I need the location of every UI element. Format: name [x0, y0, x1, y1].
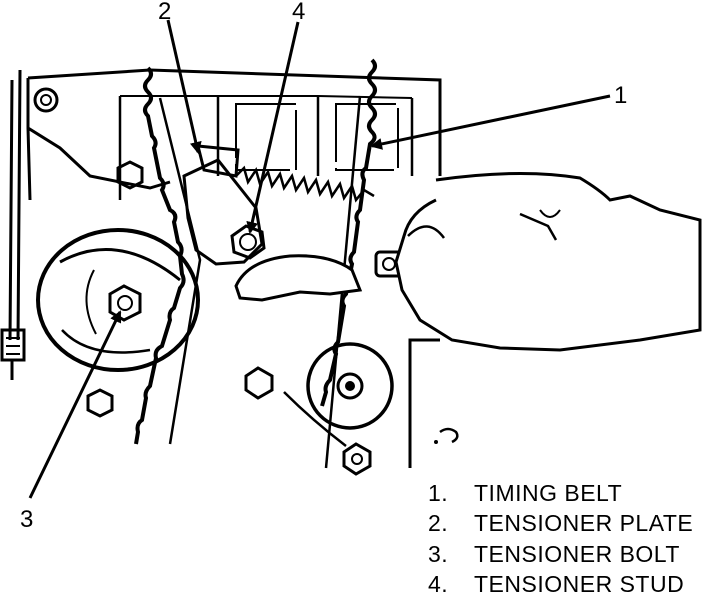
legend-text: TENSIONER BOLT — [474, 540, 680, 567]
leader-arrow-3 — [28, 310, 122, 499]
timing-belt-left-strand — [134, 66, 186, 445]
engine-housing — [26, 68, 442, 468]
leader-arrow-2 — [166, 19, 202, 154]
idler-pulley — [306, 342, 394, 430]
hand-illustration — [394, 171, 702, 352]
callout-3: 3 — [20, 506, 34, 533]
tensioner-stud — [230, 224, 266, 260]
lower-small-dot — [434, 440, 438, 444]
legend-item: 3. TENSIONER BOLT — [428, 539, 693, 570]
legend-number: 3. — [428, 540, 449, 567]
lower-small-mark — [439, 427, 459, 444]
legend-item: 4. TENSIONER STUD — [428, 570, 693, 601]
leader-arrow-1 — [370, 94, 611, 150]
parts-legend: 1. TIMING BELT 2. TENSIONER PLATE 3. TEN… — [428, 478, 693, 600]
legend-number: 4. — [428, 571, 449, 598]
lower-right-bolt — [342, 442, 372, 476]
lower-hex-bolt-2 — [86, 388, 114, 418]
lower-hex-bolt-1 — [244, 366, 274, 400]
housing-rib-1 — [118, 96, 414, 200]
tensioner-spring — [235, 165, 375, 203]
corner-bolt — [33, 87, 59, 113]
callout-2: 2 — [158, 0, 172, 25]
callout-4: 4 — [292, 0, 306, 25]
legend-text: TENSIONER PLATE — [474, 510, 694, 537]
hand-crease — [539, 209, 561, 218]
legend-item: 1. TIMING BELT — [428, 478, 693, 509]
legend-item: 2. TENSIONER PLATE — [428, 509, 693, 540]
housing-rib-2 — [120, 95, 413, 99]
callout-1: 1 — [614, 82, 628, 109]
tensioner-plate — [182, 158, 264, 266]
timing-belt-left-inner — [158, 97, 202, 445]
housing-slot — [235, 103, 399, 171]
camshaft-pulley — [36, 228, 200, 372]
leader-arrow-4 — [246, 21, 300, 234]
legend-text: TENSIONER STUD — [474, 571, 685, 598]
left-clip — [0, 328, 26, 380]
left-edge-line — [8, 69, 22, 341]
tensioner-bolt — [108, 284, 142, 322]
hand-thumb-line — [407, 212, 558, 241]
upper-hex-bolt — [116, 160, 144, 190]
legend-number: 2. — [428, 510, 449, 537]
lower-bracket-line — [283, 391, 347, 447]
legend-number: 1. — [428, 479, 449, 506]
legend-text: TIMING BELT — [474, 479, 623, 506]
thumb-illustration — [234, 254, 363, 302]
